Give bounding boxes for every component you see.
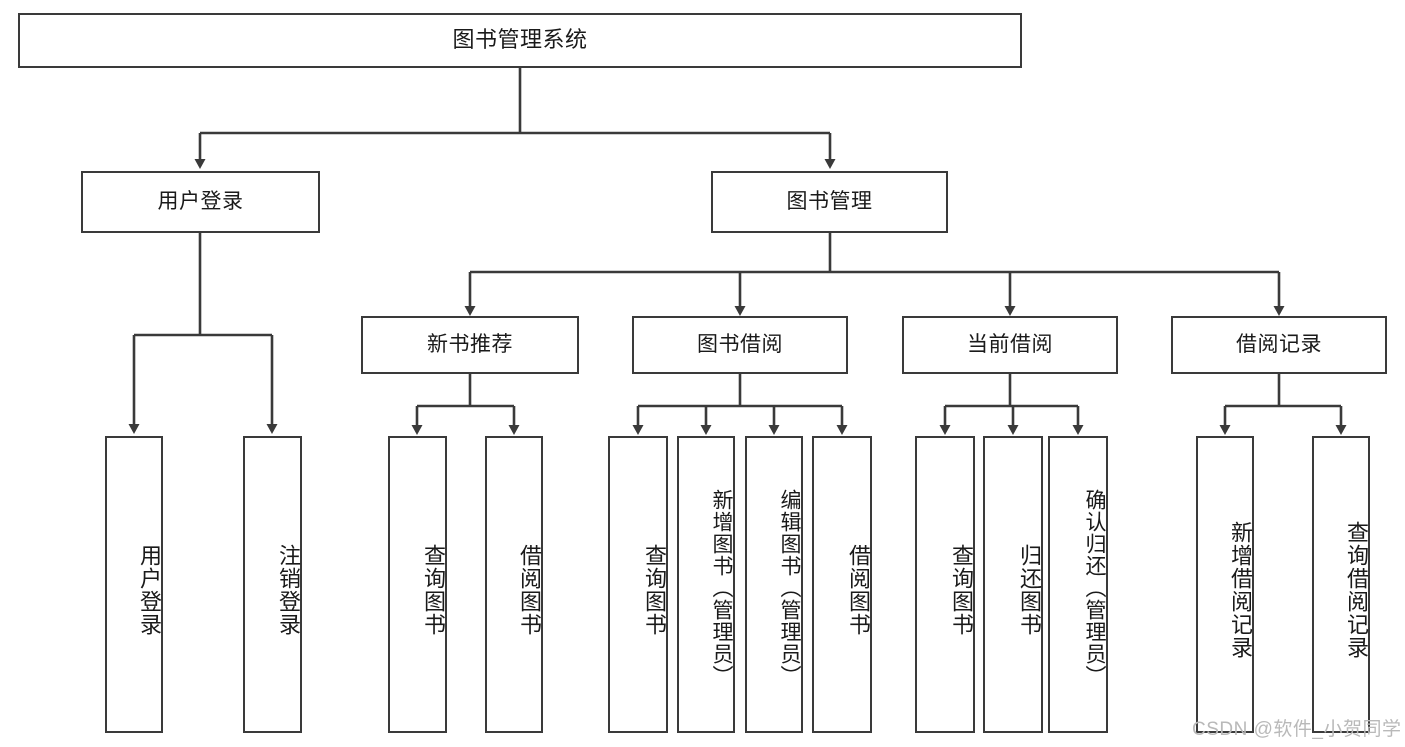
leaf-user-login[interactable]: 用户登录 — [105, 436, 163, 733]
node-book-manage[interactable]: 图书管理 — [711, 171, 948, 233]
leaf-user-logout[interactable]: 注销登录 — [243, 436, 302, 733]
node-user-login[interactable]: 用户登录 — [81, 171, 320, 233]
leaf-query-book-recommend[interactable]: 查询图书 — [388, 436, 447, 733]
leaf-query-book-borrow[interactable]: 查询图书 — [608, 436, 668, 733]
leaf-borrow-book-borrow[interactable]: 借阅图书 — [812, 436, 872, 733]
leaf-edit-book-admin[interactable]: 编辑图书（管理员） — [745, 436, 803, 733]
leaf-query-borrow-record[interactable]: 查询借阅记录 — [1312, 436, 1370, 733]
leaf-add-borrow-record[interactable]: 新增借阅记录 — [1196, 436, 1254, 733]
node-root-system[interactable]: 图书管理系统 — [18, 13, 1022, 68]
node-book-borrow[interactable]: 图书借阅 — [632, 316, 848, 374]
leaf-add-book-admin[interactable]: 新增图书（管理员） — [677, 436, 735, 733]
leaf-return-book[interactable]: 归还图书 — [983, 436, 1043, 733]
leaf-query-book-current[interactable]: 查询图书 — [915, 436, 975, 733]
node-new-book-recommend[interactable]: 新书推荐 — [361, 316, 579, 374]
node-borrow-record[interactable]: 借阅记录 — [1171, 316, 1387, 374]
csdn-watermark: CSDN @软件_小贺同学 — [1192, 719, 1402, 740]
leaf-borrow-book-recommend[interactable]: 借阅图书 — [485, 436, 543, 733]
node-current-borrow[interactable]: 当前借阅 — [902, 316, 1118, 374]
leaf-confirm-return-admin[interactable]: 确认归还（管理员） — [1048, 436, 1108, 733]
